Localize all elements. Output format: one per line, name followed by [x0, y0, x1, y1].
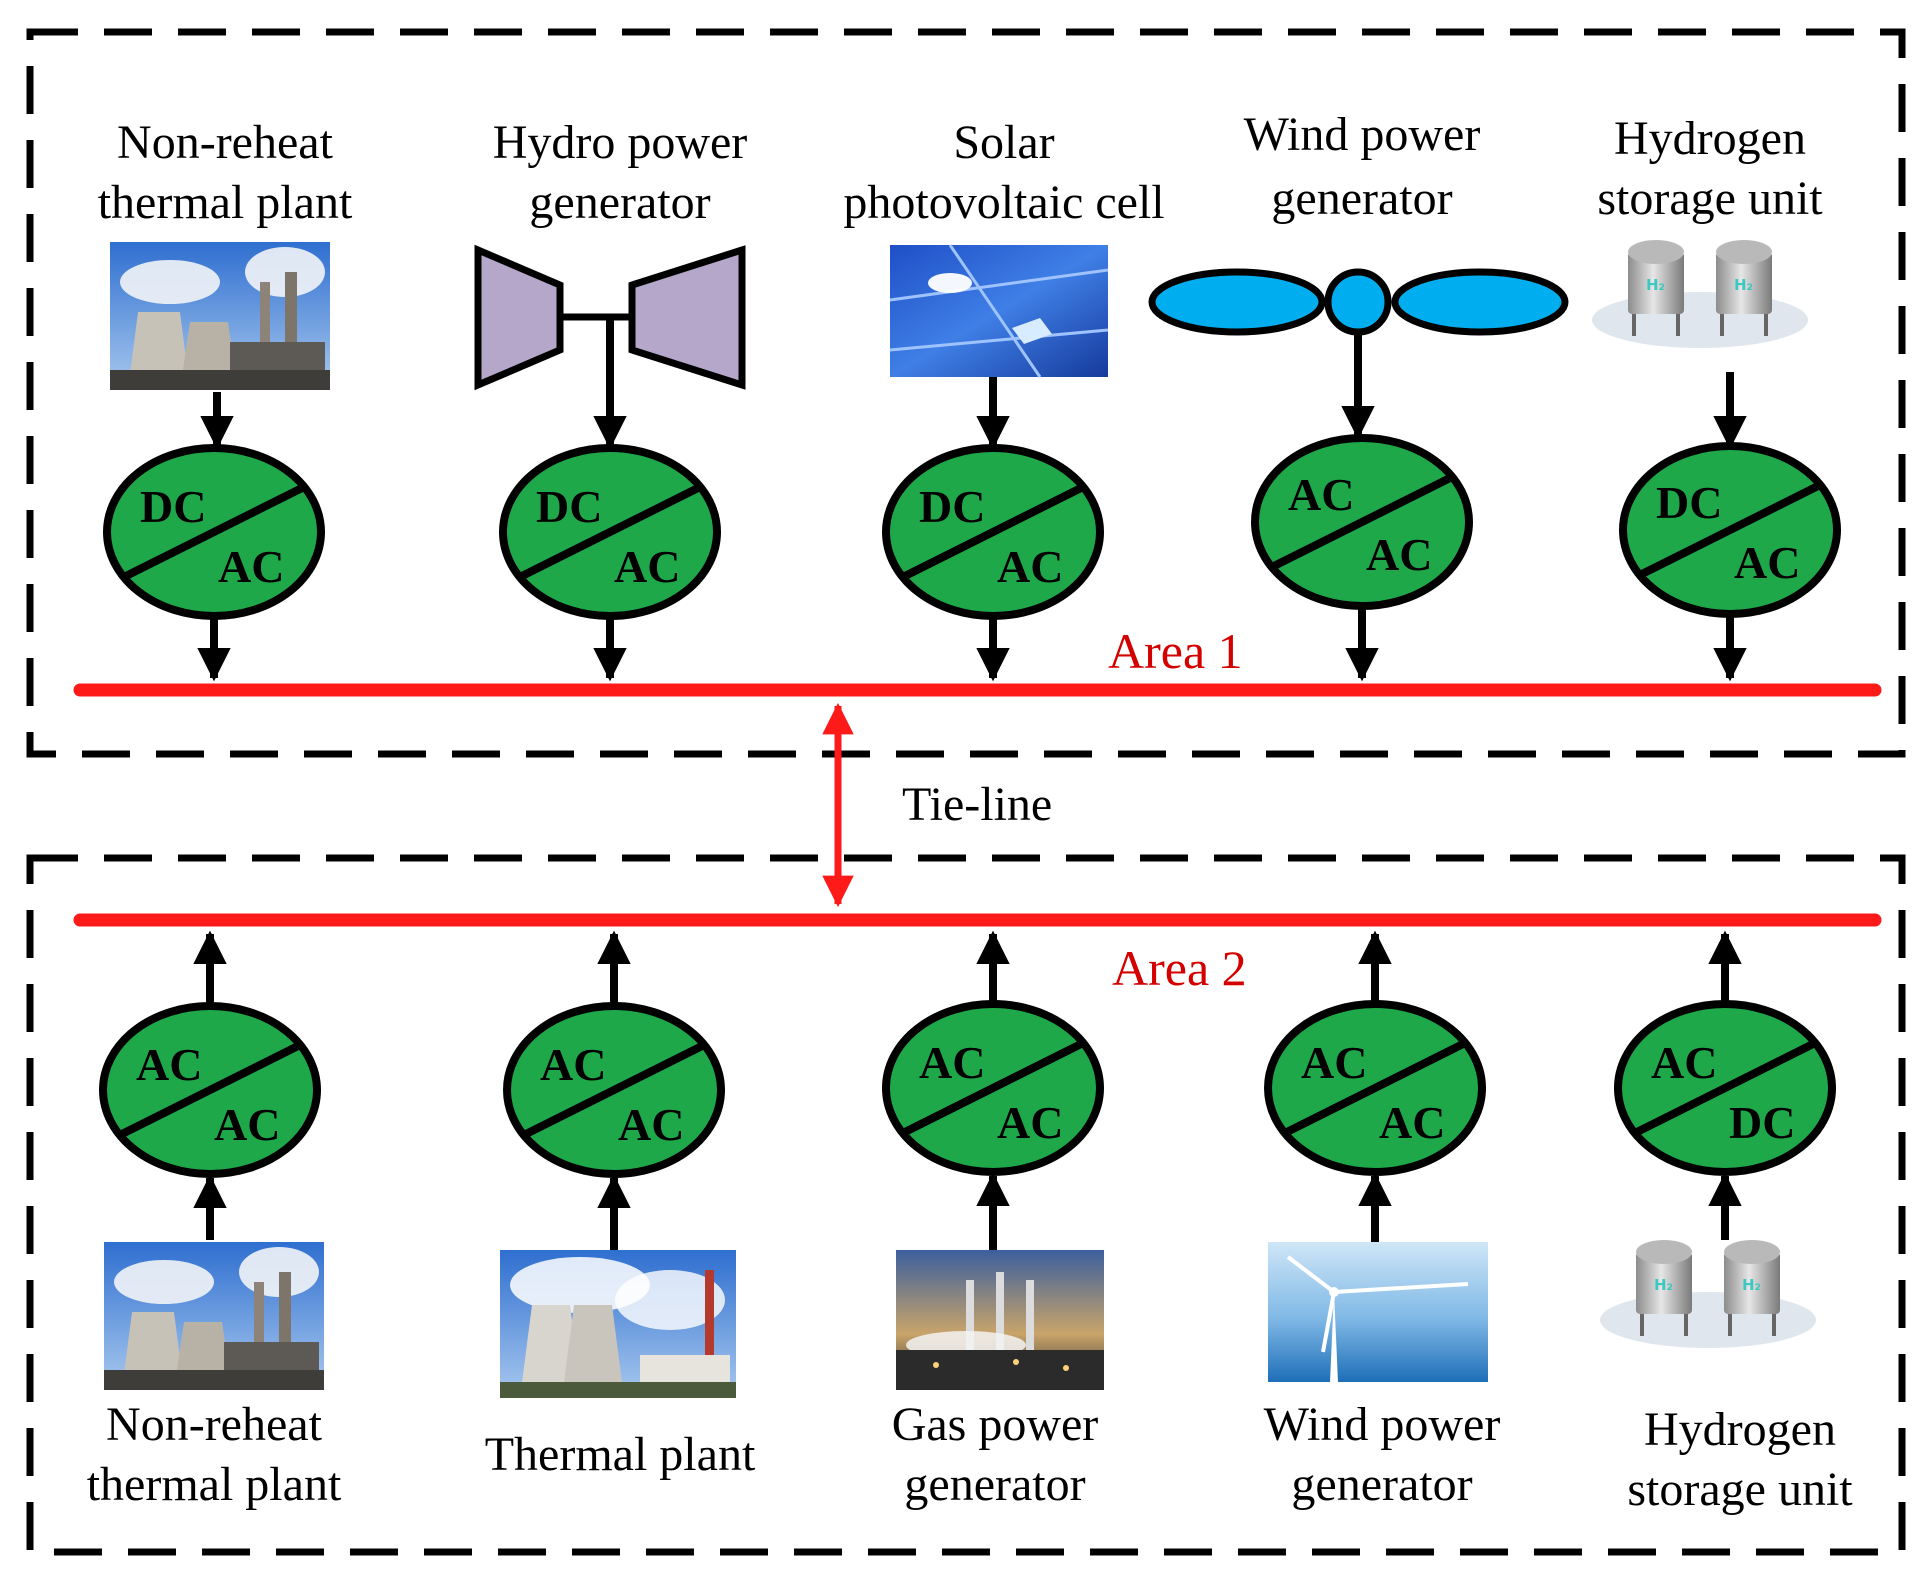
unit-label-line2: generator [529, 176, 710, 229]
converter-input-type: AC [919, 1037, 985, 1088]
unit-label-line1: Hydrogen [1614, 112, 1806, 165]
unit-label-line1: Non-reheat [117, 116, 334, 169]
converter-output-type: AC [214, 1099, 280, 1150]
unit-label-line2: storage unit [1597, 172, 1823, 225]
converter-output-type: AC [997, 1097, 1063, 1148]
converter-output-type: AC [1366, 529, 1432, 580]
ac-ac-converter: AC AC [1251, 434, 1473, 610]
converter-output-type: AC [218, 541, 284, 592]
converter-input-type: DC [140, 481, 206, 532]
converter-output-type: AC [1379, 1097, 1445, 1148]
unit-label-line1: Gas power [892, 1398, 1099, 1451]
converter-input-type: AC [136, 1039, 202, 1090]
converter-output-type: DC [1729, 1097, 1795, 1148]
thermal-plant-photo-icon [110, 242, 330, 390]
unit-label-line1: Hydro power [493, 116, 748, 169]
gas-plant-photo-icon [896, 1250, 1104, 1390]
ac-ac-converter: AC AC [503, 1002, 725, 1178]
unit-label-line1: Hydrogen [1644, 1403, 1836, 1456]
area1-boundary [26, 28, 1906, 758]
unit-label-line2: thermal plant [87, 1458, 342, 1511]
area2-unit-non-reheat-thermal: AC AC Non-reheat thermal plant [87, 930, 342, 1511]
unit-label-line2: generator [1271, 172, 1452, 225]
unit-label-line1: Non-reheat [106, 1398, 323, 1451]
unit-label-line1: Wind power [1244, 108, 1481, 161]
unit-label-line1: Solar [953, 116, 1054, 169]
area1-unit-non-reheat-thermal: Non-reheat thermal plant DC AC [98, 116, 353, 682]
unit-label-line1: Wind power [1264, 1398, 1501, 1451]
converter-input-type: AC [540, 1039, 606, 1090]
tie-line-label: Tie-line [902, 778, 1052, 831]
unit-label-line2: photovoltaic cell [843, 176, 1164, 229]
converter-input-type: AC [1651, 1037, 1717, 1088]
converter-output-type: AC [614, 541, 680, 592]
hydro-turbine-icon [474, 244, 746, 391]
unit-label-line1: Thermal plant [485, 1428, 756, 1481]
unit-label-line2: storage unit [1627, 1463, 1853, 1516]
area1-unit-wind: Wind power generator AC AC [1148, 108, 1569, 682]
converter-output-type: AC [618, 1099, 684, 1150]
ac-ac-converter: AC AC [882, 1000, 1104, 1176]
converter-input-type: DC [1656, 477, 1722, 528]
area2-unit-hydrogen: AC DC Hydrogen storage unit [1598, 930, 1853, 1516]
area2-label: Area 2 [1112, 940, 1247, 996]
wind-rotor-icon [1148, 268, 1569, 336]
area2-boundary [26, 854, 1906, 1556]
unit-label-line2: generator [1291, 1458, 1472, 1511]
dc-ac-converter: DC AC [1619, 442, 1841, 618]
converter-input-type: DC [919, 481, 985, 532]
solar-panel-icon [889, 244, 1109, 378]
area2-unit-thermal: AC AC Thermal plant [485, 930, 756, 1481]
converter-input-type: AC [1301, 1037, 1367, 1088]
dc-ac-converter: DC AC [499, 444, 721, 620]
converter-output-type: AC [997, 541, 1063, 592]
area1-unit-solar: Solar photovoltaic cell DC AC [843, 116, 1165, 682]
converter-output-type: AC [1734, 537, 1800, 588]
dc-ac-converter: DC AC [882, 444, 1104, 620]
converter-input-type: DC [536, 481, 602, 532]
ac-dc-converter: AC DC [1614, 1000, 1836, 1176]
ac-ac-converter: AC AC [99, 1002, 321, 1178]
area2-unit-gas: AC AC Gas power generator [882, 930, 1104, 1511]
area1-label: Area 1 [1108, 623, 1243, 679]
thermal-plant-photo-icon [104, 1242, 324, 1390]
dc-ac-converter: DC AC [103, 444, 325, 620]
hydrogen-tank-icon [1598, 1238, 1818, 1350]
unit-label-line2: generator [904, 1458, 1085, 1511]
hydrogen-tank-icon [1590, 238, 1810, 350]
area2-unit-wind: AC AC Wind power generator [1264, 930, 1501, 1511]
cooling-tower-photo-icon [500, 1250, 736, 1398]
converter-input-type: AC [1288, 469, 1354, 520]
area1-unit-hydro: Hydro power generator DC AC [474, 116, 748, 682]
area1-unit-hydrogen: Hydrogen storage unit DC AC [1590, 112, 1841, 682]
wind-turbine-photo-icon [1266, 1240, 1490, 1384]
ac-ac-converter: AC AC [1264, 1000, 1486, 1176]
unit-label-line2: thermal plant [98, 176, 353, 229]
